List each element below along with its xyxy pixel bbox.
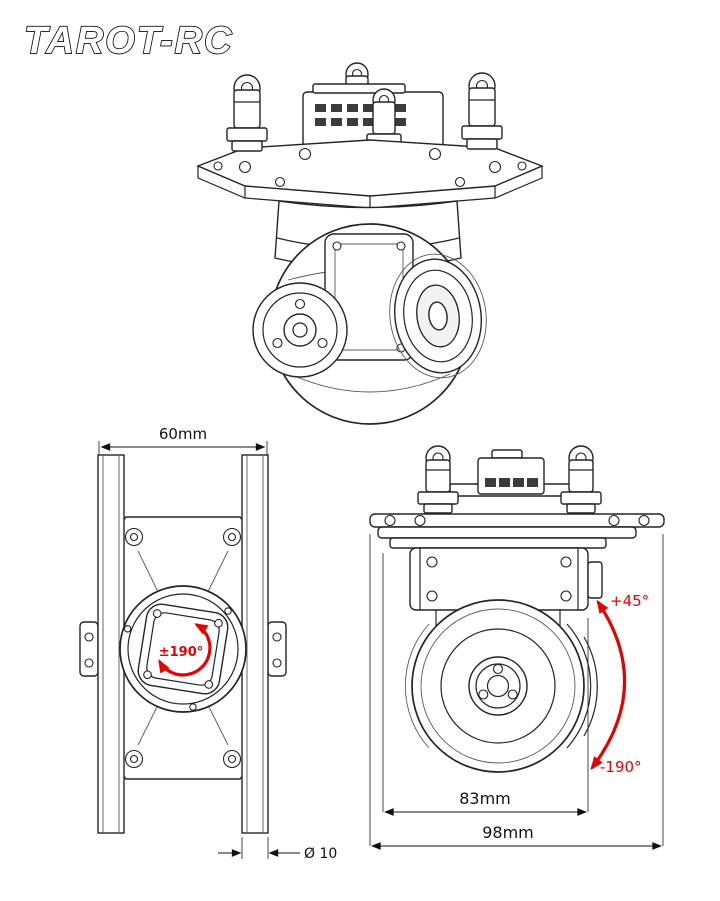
tilt-up-label: +45°: [610, 592, 649, 610]
gimbal-side-view: +45° -190° 83mm 98mm: [369, 445, 665, 850]
pan-rotation-annotation: ±190°: [158, 623, 212, 677]
rail-spacing-label: 60mm: [159, 425, 207, 443]
left-top-clamp: [417, 445, 459, 514]
tube-diameter-label: Ø 10: [304, 846, 337, 862]
dimension-inner-width: 83mm: [384, 789, 587, 816]
left-clamp: [226, 74, 268, 152]
side-mounting-plate: [369, 513, 665, 549]
tarot-rc-logo: TAROT-RC: [23, 19, 234, 63]
tilt-rotation-arrow-icon: [590, 599, 627, 771]
tilt-motor-hub: [252, 282, 348, 378]
camera-head: [404, 599, 598, 773]
inner-width-label: 83mm: [459, 789, 511, 808]
gimbal-isometric-view: [196, 62, 544, 425]
gimbal-front-view: 60mm: [79, 425, 337, 862]
dimension-tube-diameter: Ø 10: [218, 837, 337, 862]
pan-rotation-arrow-icon: [158, 623, 212, 677]
tilt-down-label: -190°: [600, 758, 642, 776]
mounting-plate: [196, 139, 544, 209]
tilt-range-annotation: +45° -190°: [590, 592, 649, 776]
right-top-clamp: [560, 445, 602, 514]
camera-lens: [389, 253, 487, 379]
overall-width-label: 98mm: [482, 823, 534, 842]
rail-clamp-blocks: [79, 621, 287, 677]
logo-text: TAROT-RC: [24, 20, 234, 62]
pan-range-label: ±190°: [159, 645, 204, 660]
top-clamps: [417, 445, 602, 514]
extension-lines: [369, 534, 664, 846]
right-clamp: [461, 72, 503, 150]
gimbal-body: [409, 547, 603, 638]
dimension-overall-width: 98mm: [371, 823, 662, 850]
dimension-rail-spacing: 60mm: [98, 425, 268, 455]
